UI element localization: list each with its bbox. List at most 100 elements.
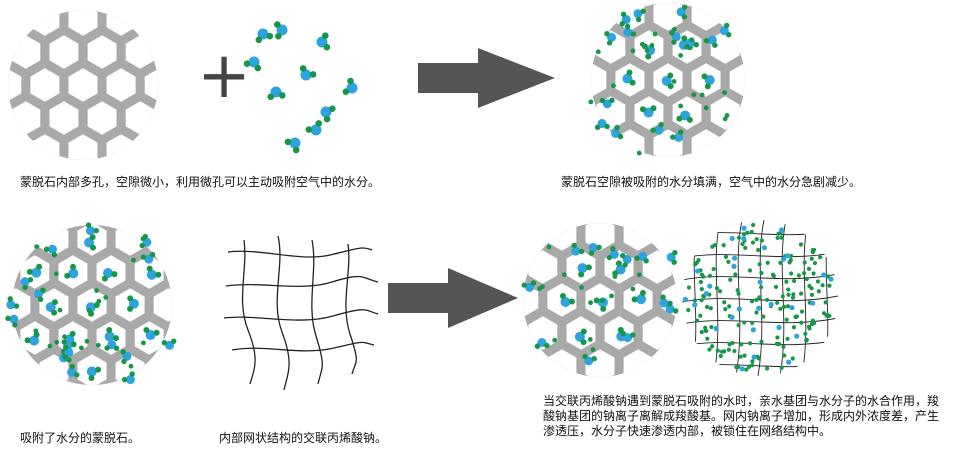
hydrogen-atom bbox=[255, 36, 263, 44]
montmorillonite-with-water bbox=[0, 189, 278, 453]
pore bbox=[806, 63, 835, 96]
hydrogen-atom bbox=[812, 321, 817, 326]
hydrogen-atom bbox=[111, 271, 118, 278]
pore bbox=[558, 96, 587, 129]
hydrogen-atom bbox=[544, 342, 550, 349]
hydrogen-atom bbox=[670, 134, 676, 140]
hydrogen-atom bbox=[799, 309, 805, 314]
pore bbox=[787, 30, 816, 63]
hydrogen-atom bbox=[85, 222, 92, 228]
hydrogen-atom bbox=[606, 254, 613, 261]
pore bbox=[211, 189, 240, 222]
hydrogen-atom bbox=[69, 330, 76, 337]
pore bbox=[97, 189, 126, 222]
oxygen-atom bbox=[633, 9, 643, 19]
arrow-top bbox=[418, 48, 555, 108]
hydrogen-atom bbox=[278, 92, 286, 99]
oxygen-atom bbox=[659, 298, 669, 308]
hydrogen-atom bbox=[678, 103, 684, 109]
oxygen-atom bbox=[674, 132, 684, 142]
hydrogen-atom bbox=[582, 353, 588, 360]
hydrogen-atom bbox=[726, 259, 731, 264]
hydrogen-atom bbox=[120, 349, 126, 355]
pore bbox=[145, 200, 174, 233]
hydrogen-atom bbox=[678, 53, 684, 58]
polymer-chain bbox=[223, 309, 379, 321]
pore bbox=[249, 189, 278, 222]
polymer-chain bbox=[691, 220, 699, 376]
pore bbox=[0, 255, 11, 288]
oxygen-atom bbox=[602, 99, 612, 109]
hydrogen-atom bbox=[778, 306, 783, 311]
oxygen-atom bbox=[257, 28, 269, 40]
pore bbox=[471, 415, 500, 448]
hydrogen-atom bbox=[149, 251, 156, 258]
montmorillonite-filled bbox=[558, 3, 835, 157]
pore bbox=[221, 2, 250, 35]
oxygen-atom bbox=[29, 335, 40, 346]
hydrogen-atom bbox=[626, 69, 633, 76]
polymer-chain bbox=[241, 239, 256, 385]
hydrogen-atom bbox=[750, 240, 756, 245]
hydrogen-atom bbox=[86, 308, 92, 313]
pore bbox=[729, 63, 745, 97]
hydrogen-atom bbox=[104, 345, 110, 351]
polymer-chain bbox=[276, 235, 290, 391]
polymer-chain bbox=[682, 251, 838, 259]
oxygen-atom bbox=[103, 267, 114, 278]
hydrogen-atom bbox=[94, 288, 100, 293]
hydrogen-atom bbox=[764, 366, 770, 371]
hydrogen-atom bbox=[750, 299, 755, 304]
hydrogen-atom bbox=[807, 326, 812, 331]
hydrogen-atom bbox=[639, 106, 646, 113]
pore bbox=[11, 0, 40, 3]
hydrogen-atom bbox=[686, 116, 693, 123]
hydrogen-atom bbox=[636, 150, 642, 156]
hydrogen-atom bbox=[84, 338, 90, 344]
hydrogen-atom bbox=[329, 105, 336, 112]
pore bbox=[0, 387, 11, 420]
hydrogen-atom bbox=[34, 244, 40, 249]
hydrogen-atom bbox=[681, 35, 688, 42]
hydrogen-atom bbox=[95, 366, 102, 373]
pore bbox=[59, 189, 88, 222]
hydrogen-atom bbox=[7, 296, 13, 302]
polymer-chain bbox=[227, 247, 373, 258]
hydrogen-atom bbox=[63, 344, 69, 351]
pore bbox=[528, 316, 558, 350]
hydrogen-atom bbox=[614, 125, 620, 131]
oxygen-atom bbox=[703, 291, 709, 297]
pore bbox=[221, 200, 250, 233]
pore bbox=[20, 387, 49, 420]
pore bbox=[0, 101, 2, 134]
hydrogen-atom bbox=[806, 266, 812, 271]
pore bbox=[173, 189, 202, 222]
hydrogen-atom bbox=[672, 250, 678, 256]
oxygen-atom bbox=[125, 375, 135, 385]
hydrogen-atom bbox=[561, 272, 567, 278]
hydrogen-atom bbox=[571, 242, 577, 249]
pore bbox=[700, 349, 729, 382]
caption-step3: 吸附了水分的蒙脱石。 bbox=[20, 431, 141, 445]
hydrogen-atom bbox=[161, 340, 168, 346]
air-water-molecules bbox=[243, 21, 358, 154]
polymer-chain bbox=[801, 220, 809, 376]
pore bbox=[192, 222, 221, 255]
pore bbox=[729, 129, 745, 157]
pore bbox=[144, 10, 158, 36]
pore bbox=[523, 349, 539, 377]
hydrogen-atom bbox=[93, 227, 100, 234]
pore bbox=[68, 134, 98, 160]
hydrogen-atom bbox=[292, 146, 300, 154]
hydrogen-atom bbox=[146, 265, 153, 272]
hydrogen-atom bbox=[672, 308, 679, 314]
pore bbox=[558, 30, 587, 63]
pore bbox=[154, 420, 183, 453]
oxygen-atom bbox=[615, 264, 626, 275]
pore bbox=[135, 387, 164, 420]
hydrogen-atom bbox=[741, 232, 747, 237]
oxygen-atom bbox=[611, 128, 621, 138]
oxygen-atom bbox=[665, 304, 675, 314]
hydrogen-atom bbox=[754, 237, 759, 242]
hydrogen-atom bbox=[750, 363, 755, 368]
